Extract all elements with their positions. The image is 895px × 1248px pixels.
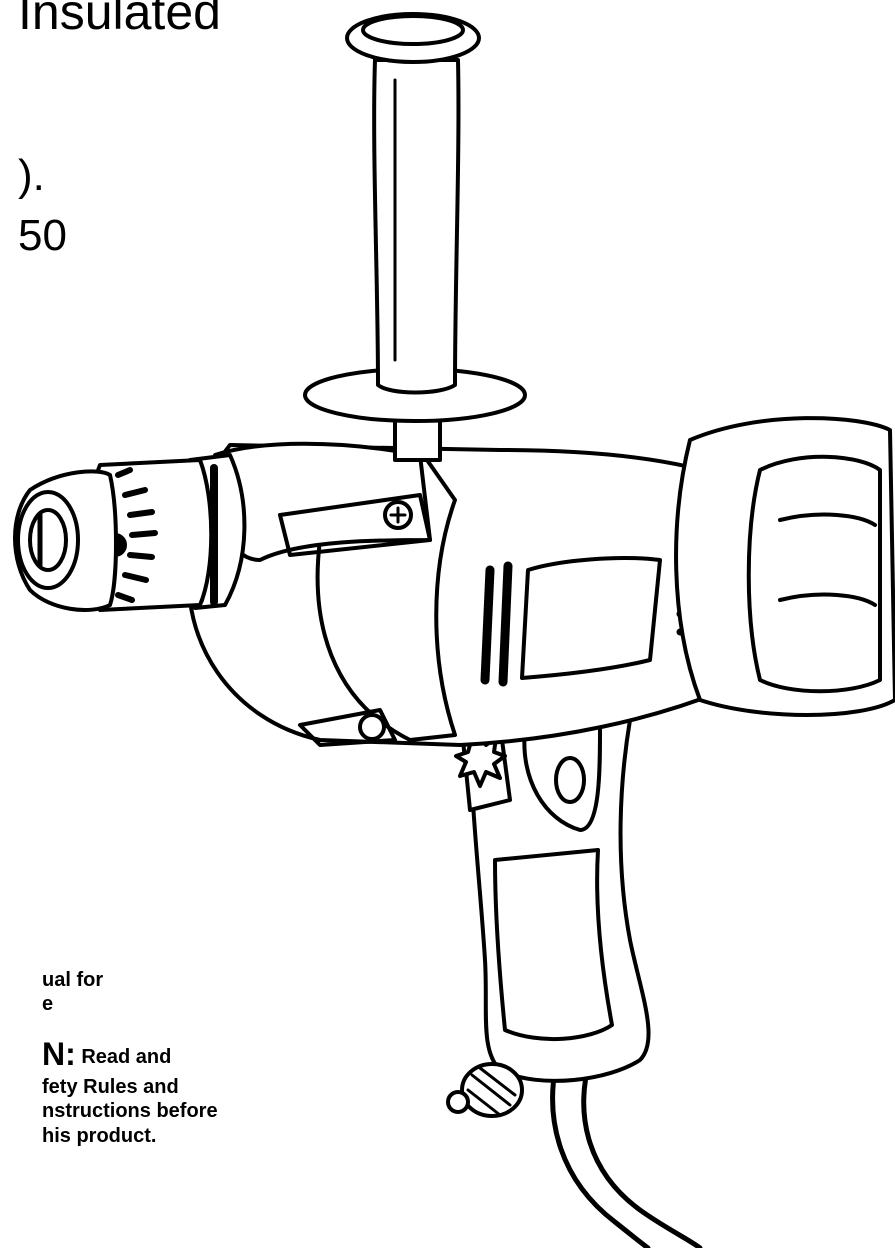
- side-handle-grip: [372, 58, 461, 395]
- notice-line-1: ual for: [42, 969, 104, 991]
- depth-rod-slot: [278, 493, 432, 557]
- cord-end-knob: [446, 1062, 524, 1118]
- model-label-line-2: 50: [18, 211, 67, 260]
- caution-line-4: his product.: [42, 1125, 157, 1147]
- rear-cap-grip: [746, 454, 882, 694]
- power-cord-inner: [550, 1062, 651, 1248]
- model-label-line-1: ).: [18, 151, 45, 200]
- notice-line-2: e: [42, 993, 54, 1015]
- housing-screw-bottom: [358, 713, 386, 741]
- vent-slot-1: [480, 565, 495, 685]
- caution-line-3: nstructions before: [42, 1100, 218, 1122]
- label-panel: [520, 556, 662, 680]
- chuck-teeth: [115, 467, 158, 603]
- document-title: Insulated: [18, 0, 221, 40]
- power-cord: [581, 1057, 703, 1248]
- caution-line-1: Read and: [75, 1046, 172, 1068]
- caution-notice: N: Read and: [42, 1038, 172, 1070]
- grip-panel: [493, 848, 614, 1041]
- vent-slot-2: [498, 561, 513, 687]
- caution-heading: N:: [42, 1036, 76, 1072]
- pistol-grip: [468, 718, 651, 1083]
- housing-front-plate: [315, 448, 457, 742]
- rear-cap: [674, 416, 895, 717]
- side-handle-stem: [393, 418, 442, 462]
- trigger-lock-button: [554, 756, 586, 804]
- caution-line-2: fety Rules and: [42, 1076, 179, 1098]
- trigger-guard: [522, 728, 602, 832]
